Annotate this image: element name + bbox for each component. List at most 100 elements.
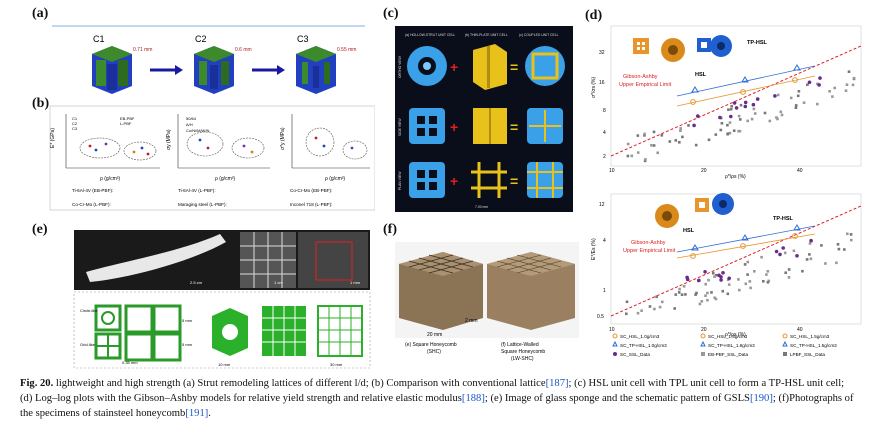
tp-hsl-data-point [793, 224, 801, 231]
ssl-data-point [783, 251, 787, 255]
ssl-data-point [674, 139, 678, 142]
sc-ssl-data-point [751, 102, 756, 107]
thin-plate-plan [471, 162, 507, 198]
ssl-data-point [801, 269, 804, 273]
ssl-data-point [797, 90, 801, 93]
hollow-strut-cell [407, 46, 447, 86]
ssl-data-point [794, 106, 798, 109]
ssl-data-point [837, 247, 841, 251]
ssl-data-point [681, 135, 684, 139]
ssl-data-point [796, 94, 800, 98]
ssl-data-point [679, 127, 682, 130]
ssl-data-point [806, 83, 809, 86]
hsl-cell-inset [655, 204, 679, 228]
ssl-data-point [729, 107, 733, 111]
legend-material: Ti-6Al-4V (EB-PBF): [72, 188, 113, 193]
reference-link[interactable]: [188] [461, 393, 485, 404]
ssl-data-point [694, 143, 698, 147]
ssl-data-point [835, 261, 838, 265]
tp-hsl-fit-line [676, 225, 816, 253]
scale-label: 2.5 cm [190, 280, 203, 285]
hollow-strut-side [409, 108, 445, 144]
ssl-data-point [726, 278, 730, 282]
legend-entry: SC_HSL_1.8g/cm3 [708, 334, 748, 339]
equals-sign: = [510, 119, 518, 135]
reference-link[interactable]: [191] [185, 408, 209, 419]
scale-label: 1 cm [274, 280, 283, 285]
row-label: SIDE VIEW [398, 118, 402, 136]
ytick: 16 [599, 80, 605, 86]
cell-label-c2: C2 [195, 34, 207, 44]
legend-material: Inconel 718 (L-PBF): [290, 202, 332, 207]
ssl-data-point [836, 243, 840, 246]
series-legend: SC_HSL_1.0g/cm3 SC_HSL_1.8g/cm3 SC_HSL_1… [612, 333, 837, 357]
ssl-data-point [653, 307, 656, 311]
ssl-data-point [677, 291, 681, 294]
legend-material: Co-Cr-Mo (EB-PBF): [290, 188, 332, 193]
plus-sign: + [450, 173, 458, 189]
reference-link[interactable]: [190] [749, 393, 773, 404]
ytick: 0.5 [597, 314, 604, 320]
glass-sponge-photo [86, 234, 226, 282]
ssl-data-point [748, 280, 752, 283]
legend-entry: SC_TP-HSL_1.0g/cm3 [620, 343, 667, 348]
axis-label: σ*y (MPa) [280, 127, 286, 150]
ssl-data-point [714, 133, 718, 136]
sc-ssl-data-point [755, 97, 760, 101]
annotation: Gibson-Ashby [623, 74, 658, 80]
ssl-data-point [816, 102, 819, 106]
label: 5 mm [182, 342, 193, 347]
bottom-plot-frame [610, 193, 862, 325]
ssl-data-point [739, 103, 743, 107]
ssl-data-point [678, 141, 681, 144]
legend-entry: C1 [72, 116, 78, 121]
axis-label: σy (MPa) [166, 129, 172, 150]
ssl-data-point [625, 300, 629, 304]
sc-ssl-data-point [807, 80, 812, 85]
ssl-data-point [687, 124, 690, 127]
figure-caption: Fig. 20. lightweight and high strength (… [20, 376, 855, 421]
column-header: (b) THIN-PLATE UNIT CELL [465, 33, 508, 37]
caption-text: ; (f)Photographs of the specimens of sta… [20, 393, 854, 419]
hsl-data-point [740, 243, 746, 249]
legend-entry: A/H [186, 122, 193, 127]
legend-entry: SC_HSL_1.5g/cm3 [790, 334, 830, 339]
annotation: HSL [695, 72, 707, 78]
caption-text: . [208, 408, 211, 419]
ssl-data-point [743, 263, 747, 266]
xtick: 10 [609, 168, 615, 174]
ssl-data-point [713, 296, 716, 300]
figure-number: Fig. 20. [20, 378, 54, 389]
ssl-data-point [763, 111, 767, 115]
ssl-data-point [640, 309, 643, 312]
lattice-walled-honeycomb-photo [487, 252, 575, 330]
sc-ssl-data-point [778, 252, 782, 257]
reference-link[interactable]: [187] [545, 378, 569, 389]
sc-ssl-data-point [692, 123, 696, 128]
ssl-data-point [695, 291, 698, 295]
ssl-data-point [636, 311, 640, 315]
ssl-data-point [768, 119, 772, 123]
ssl-data-point [846, 232, 849, 236]
ssl-data-point [787, 276, 791, 279]
legend-material: Ti-6Al-4V (L-PBF): [178, 188, 216, 193]
top-ylabel: σ*/σs (%) [591, 76, 597, 98]
ssl-data-point [643, 159, 647, 163]
lattice-inset [633, 38, 649, 54]
cell-label-c1: C1 [93, 34, 105, 44]
tp-hsl-data-point [741, 76, 749, 83]
ssl-data-point [682, 285, 686, 288]
specimen-caption: (e) Square Honeycomb [405, 342, 457, 348]
tp-hsl-data-point [793, 64, 801, 71]
ssl-data-point [739, 118, 742, 121]
sc-ssl-data-point [743, 100, 748, 105]
ssl-data-point [655, 295, 658, 299]
legend-entry: EB-PBF [120, 116, 135, 121]
ssl-data-point [726, 123, 729, 127]
unit-cell-3d: 10 mm [212, 308, 248, 367]
sc-ssl-data-point [774, 249, 779, 254]
ssl-data-point [626, 142, 630, 146]
ssl-data-point [714, 273, 718, 277]
ssl-data-point [652, 144, 656, 147]
glass-sponge-figure: 2.5 cm 1 cm 1 mm Circle-like Grid-like 5… [73, 230, 371, 369]
